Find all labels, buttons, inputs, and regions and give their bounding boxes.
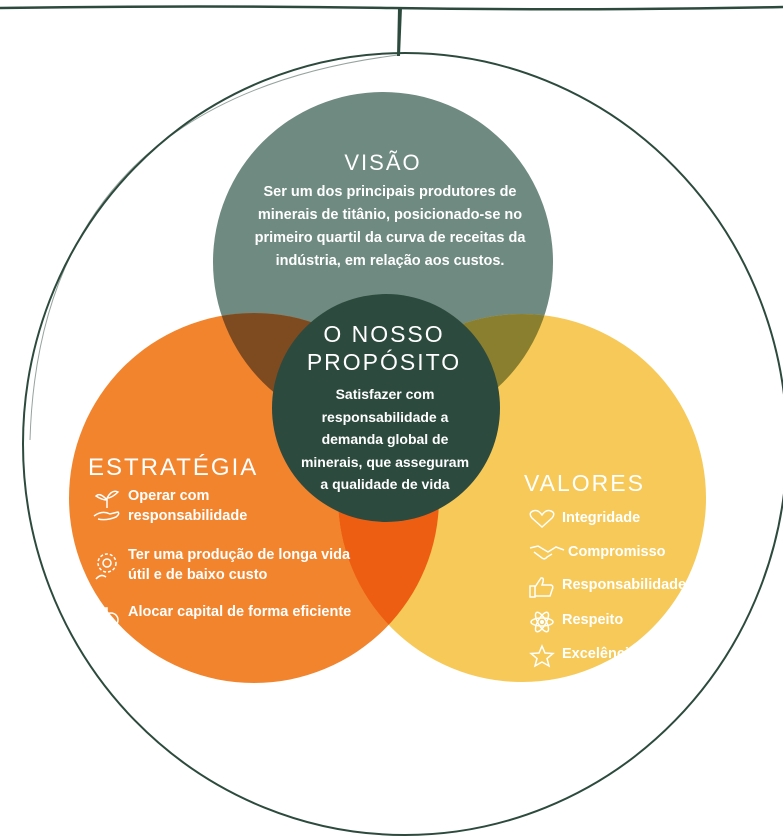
valores-item: Responsabilidade <box>528 575 686 599</box>
gear-leaf-icon <box>95 553 117 580</box>
valores-item-label: Responsabilidade <box>562 577 687 593</box>
star-icon <box>529 644 555 668</box>
estrategia-item-label: Ter uma produção de longa vida útil e de… <box>128 547 351 583</box>
outer-circle <box>22 52 783 836</box>
heart-icon <box>529 509 555 529</box>
handshake-icon <box>529 545 565 560</box>
estrategia-item: Ter uma produção de longa vida útil e de… <box>92 545 372 585</box>
valores-item: Compromisso <box>528 542 666 564</box>
top-line <box>0 5 783 11</box>
valores-item: Respeito <box>528 610 623 634</box>
proposito-text: Satisfazer com responsabilidade a demand… <box>300 386 470 492</box>
proposito-title-line2: PROPÓSITO <box>306 349 462 375</box>
valores-item-label: Excelência <box>562 646 637 662</box>
money-icon: $ <box>94 607 119 628</box>
valores-item-label: Compromisso <box>568 544 666 560</box>
stem-line <box>397 8 402 56</box>
valores-title: VALORES <box>524 470 645 496</box>
atom-icon <box>530 611 554 633</box>
thumbs-up-icon <box>529 577 554 598</box>
estrategia-item-label: Operar com responsabilidade <box>128 488 248 524</box>
estrategia-item-label: Alocar capital de forma eficiente <box>128 604 352 620</box>
outer-circle-stroke <box>29 54 399 441</box>
visao-text: Ser um dos principais produtores de mine… <box>254 184 526 269</box>
estrategia-item: Operar com responsabilidade <box>92 486 302 526</box>
valores-item: Integridade <box>528 508 640 530</box>
proposito-circle <box>272 294 500 522</box>
valores-item-label: Respeito <box>562 612 624 628</box>
plant-hand-icon <box>93 490 120 521</box>
estrategia-item: $ Alocar capital de forma eficiente <box>92 602 352 642</box>
visao-title: VISÃO <box>344 150 422 175</box>
valores-item-label: Integridade <box>562 510 641 526</box>
valores-item: Excelência <box>528 644 637 668</box>
estrategia-title: ESTRATÉGIA <box>88 454 259 481</box>
proposito-title-line1: O NOSSO <box>323 321 445 347</box>
svg-text:$: $ <box>108 616 114 627</box>
